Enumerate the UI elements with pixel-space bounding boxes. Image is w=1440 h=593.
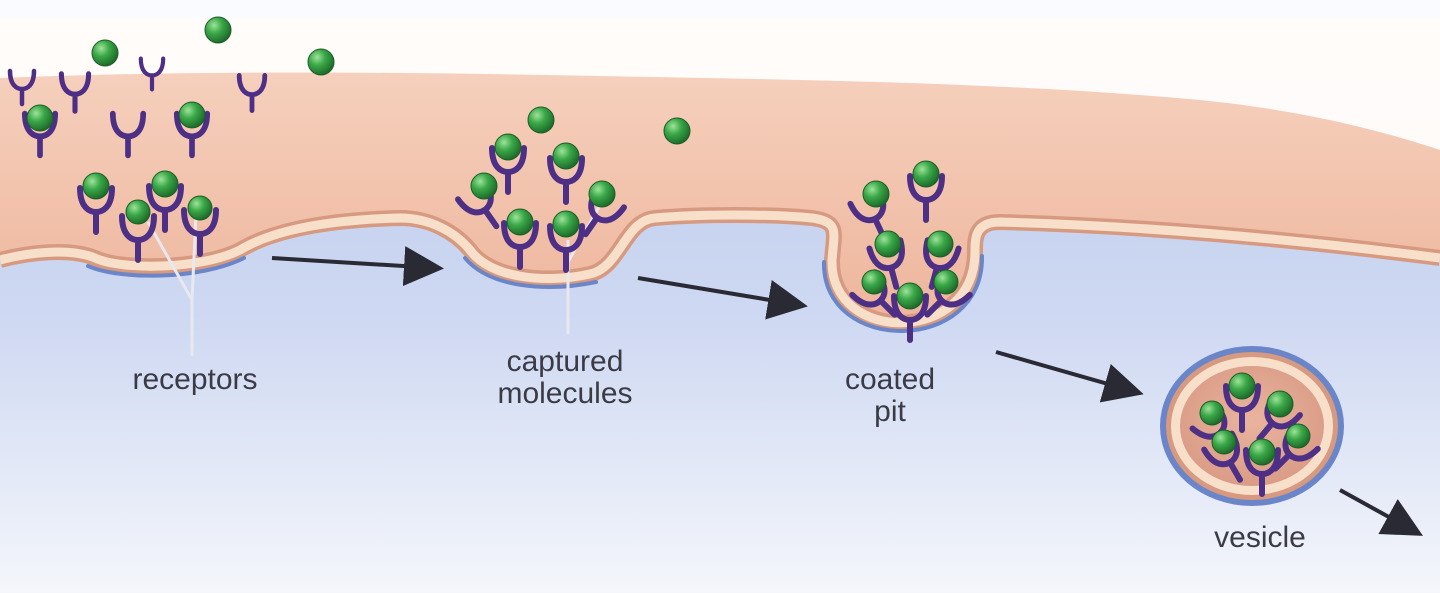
receptor-y-shape-icon [1223, 383, 1261, 433]
receptor-y-shape-icon [1243, 447, 1281, 497]
label-receptors: receptors [95, 364, 295, 396]
receptor-y-shape-icon [1201, 430, 1243, 483]
green-molecule-sphere-icon [1228, 372, 1256, 400]
coat-region-2 [463, 256, 598, 289]
green-molecule-sphere-icon [204, 16, 232, 44]
leader-receptors-2 [146, 221, 194, 301]
receptor-y-shape-icon [146, 183, 184, 233]
green-molecule-sphere-icon [663, 117, 691, 145]
haze [0, 0, 1440, 150]
green-molecule-sphere-icon [862, 180, 890, 208]
green-molecule-sphere-icon [82, 172, 110, 200]
process-arrows [271, 246, 1424, 536]
extracellular-space [0, 18, 1440, 323]
coat-region-1 [86, 256, 246, 278]
green-molecule-sphere-icon [527, 106, 555, 134]
receptor-y-shape-icon [866, 237, 905, 290]
green-molecule-sphere-icon [933, 269, 959, 295]
receptor-y-shape-icon [907, 173, 945, 223]
green-molecule-sphere-icon [1211, 429, 1237, 455]
green-molecule-sphere-icon [494, 133, 522, 161]
leader-receptors-3 [190, 213, 198, 301]
plasma-membrane-core [0, 210, 1440, 328]
process-arrow-icon-4 [1339, 488, 1424, 536]
process-arrow-icon-1 [271, 246, 444, 287]
green-molecule-sphere-icon [552, 210, 580, 238]
label-captured-line1: captured [506, 345, 624, 378]
green-molecule-sphere-icon [91, 39, 119, 67]
receptor-y-shape-icon [181, 207, 219, 257]
molecules-layer [26, 16, 1311, 466]
green-molecule-sphere-icon [187, 195, 213, 221]
green-molecule-sphere-icon [912, 160, 940, 188]
green-molecule-sphere-icon [470, 172, 498, 200]
green-molecule-sphere-icon [125, 199, 151, 225]
receptor-y-shape-icon [119, 213, 157, 263]
label-receptors-text: receptors [132, 363, 258, 396]
receptor-y-shape-icon [7, 68, 37, 107]
green-molecule-sphere-icon [26, 104, 54, 132]
receptor-y-shape-icon [109, 110, 147, 159]
green-molecule-sphere-icon [1248, 438, 1276, 466]
process-arrow-icon-2 [637, 276, 808, 320]
process-arrow-icon-3 [995, 350, 1144, 403]
receptor-y-shape-icon [547, 155, 585, 205]
receptor-y-shape-icon [173, 110, 211, 159]
receptor-y-shape-icon [138, 56, 166, 92]
label-vesicle: vesicle [1180, 522, 1340, 554]
label-captured-molecules: captured molecules [460, 346, 670, 410]
green-molecule-sphere-icon [874, 230, 902, 258]
green-molecule-sphere-icon [506, 208, 534, 236]
label-captured-line2: molecules [497, 377, 633, 410]
green-molecule-sphere-icon [896, 282, 924, 310]
receptor-y-shape-icon [236, 72, 268, 114]
receptor-y-shape-icon [21, 110, 59, 159]
receptor-y-shape-icon [77, 185, 115, 235]
label-pit-line1: coated [844, 363, 936, 396]
green-molecule-sphere-icon [151, 170, 179, 198]
green-molecule-sphere-icon [926, 230, 954, 258]
receptor-y-shape-icon [547, 223, 585, 273]
green-molecule-sphere-icon [1199, 400, 1225, 426]
receptors-layer [7, 56, 1321, 497]
green-molecule-sphere-icon [307, 48, 335, 76]
label-pit-line2: pit [874, 395, 906, 428]
receptor-y-shape-icon [923, 237, 962, 290]
label-coated-pit: coated pit [810, 364, 970, 428]
green-molecule-sphere-icon [861, 269, 887, 295]
green-molecule-sphere-icon [1285, 423, 1311, 449]
green-molecule-sphere-icon [1266, 390, 1294, 418]
coat-pit [821, 254, 985, 333]
receptor-y-shape-icon [489, 145, 527, 195]
receptor-y-shape-icon [501, 220, 539, 270]
green-molecule-sphere-icon [588, 180, 616, 208]
receptor-y-shape-icon [891, 293, 929, 343]
green-molecule-sphere-icon [178, 101, 206, 129]
receptor-y-shape-icon [58, 71, 92, 114]
label-vesicle-text: vesicle [1214, 521, 1306, 554]
green-molecule-sphere-icon [552, 142, 580, 170]
